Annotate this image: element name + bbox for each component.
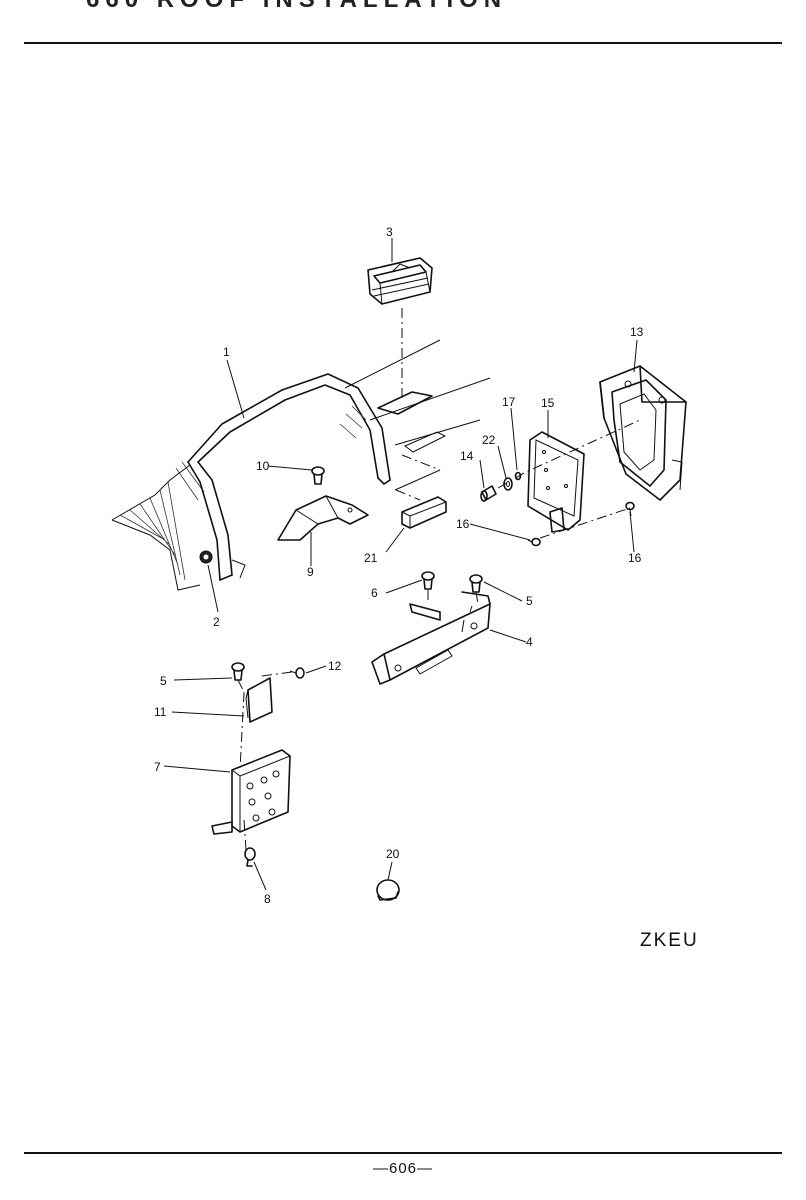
part-12-screw <box>289 667 305 679</box>
callout-3: 3 <box>386 225 393 239</box>
callout-2: 2 <box>213 615 220 629</box>
roof-body-outline <box>111 339 491 591</box>
assembly-chain-lines <box>237 308 641 851</box>
part-15-plate <box>527 431 585 533</box>
bottom-rule <box>24 1152 782 1154</box>
roof-opening <box>377 391 433 415</box>
section-title: 660 ROOF INSTALLATION <box>86 0 507 14</box>
callout-21: 21 <box>364 551 378 565</box>
callout-6: 6 <box>371 586 378 600</box>
top-rule <box>24 42 782 44</box>
callout-16-left: 16 <box>456 517 470 531</box>
callout-10: 10 <box>256 459 270 473</box>
callout-12: 12 <box>328 659 342 673</box>
part-4-bracket <box>371 591 491 685</box>
part-3-roof-lamp <box>367 257 433 305</box>
callout-17: 17 <box>502 395 516 409</box>
part-16-screw-a <box>527 537 541 547</box>
callout-15: 15 <box>541 396 555 410</box>
callout-13: 13 <box>630 325 644 339</box>
part-8-bolt <box>244 847 256 867</box>
callout-8: 8 <box>264 892 271 906</box>
part-13-lamp-housing <box>599 365 687 501</box>
part-9-bracket <box>277 495 369 541</box>
callout-9: 9 <box>307 565 314 579</box>
callout-20: 20 <box>386 847 400 861</box>
callout-7: 7 <box>154 760 161 774</box>
part-5-bolt-b <box>231 662 245 681</box>
model-code-label: ZKEU <box>640 930 699 951</box>
callout-22: 22 <box>482 433 496 447</box>
part-10-bolt <box>311 466 325 485</box>
part-20-cap <box>376 879 400 901</box>
leader-lines <box>163 238 638 891</box>
part-14-bolt <box>480 485 497 502</box>
page-number: —606— <box>372 1160 434 1177</box>
part-11-plate <box>245 677 273 723</box>
callout-16-right: 16 <box>628 551 642 565</box>
part-17-nut <box>514 471 522 481</box>
callout-5-left: 5 <box>160 674 167 688</box>
callout-14: 14 <box>460 449 474 463</box>
part-6-bolt <box>421 571 435 590</box>
callout-11: 11 <box>154 705 167 719</box>
part-5-bolt-a <box>469 574 483 593</box>
part-21-pad <box>401 496 447 529</box>
callout-numbers: 1 2 3 4 5 5 6 7 8 9 10 11 12 13 14 15 16… <box>154 225 644 906</box>
part-2-bolt <box>199 550 213 564</box>
callout-1: 1 <box>223 345 230 359</box>
part-7-panel <box>211 749 291 835</box>
callout-4: 4 <box>526 635 533 649</box>
part-1-handrail <box>187 373 391 581</box>
callout-5-right: 5 <box>526 594 533 608</box>
